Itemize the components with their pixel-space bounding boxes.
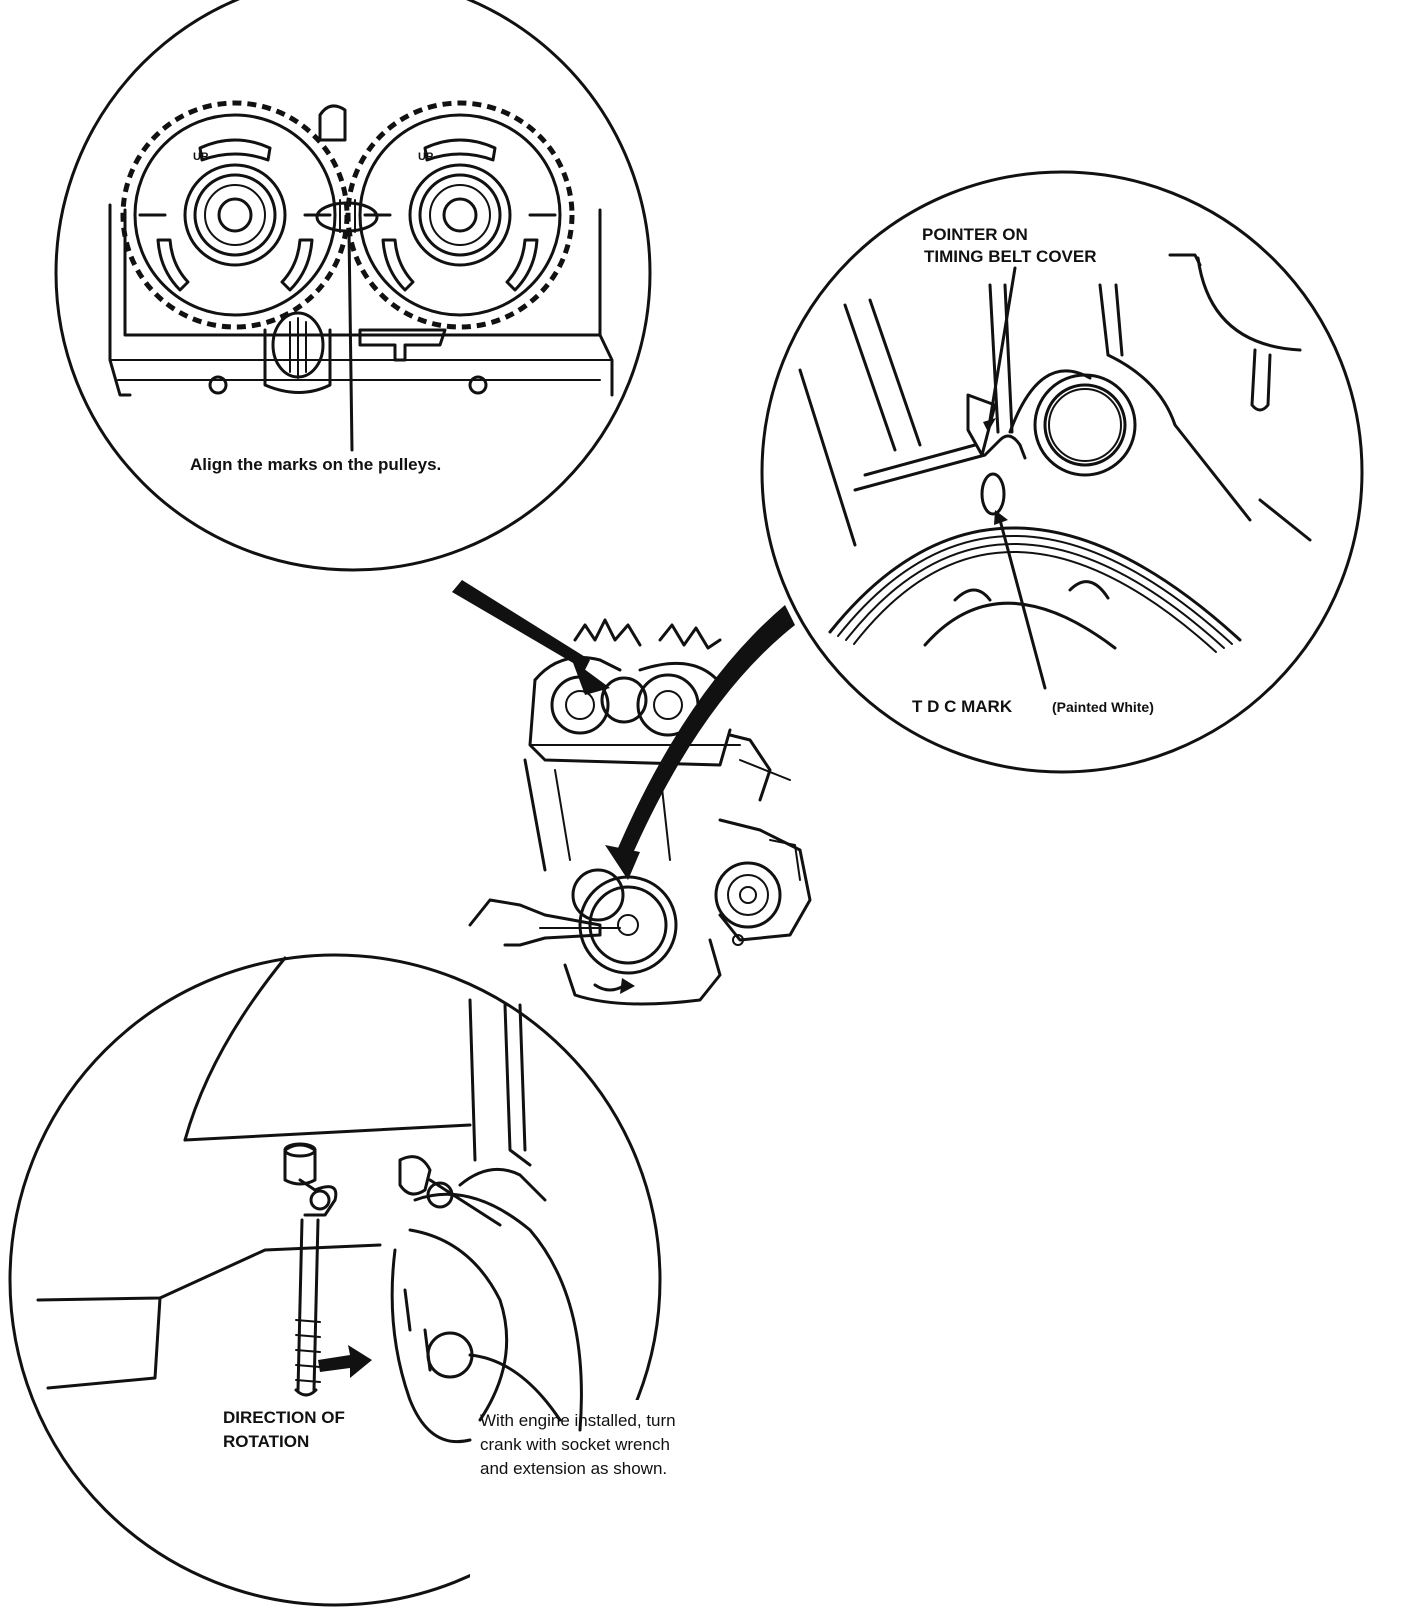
pointer-leader-line bbox=[988, 266, 1017, 422]
direction-label-line1: DIRECTION OF bbox=[223, 1408, 345, 1427]
tdc-mark-note: (Painted White) bbox=[1052, 699, 1154, 715]
cam-caption-leader-line bbox=[347, 230, 354, 452]
pointer-label-line2: TIMING BELT COVER bbox=[924, 247, 1097, 266]
cam-pulleys-drawing bbox=[108, 100, 614, 397]
tdc-mark-label: T D C MARK bbox=[912, 697, 1013, 716]
callout-arrow-to-cam bbox=[452, 580, 590, 670]
install-note-line2: crank with socket wrench bbox=[480, 1435, 670, 1454]
cam-pulley-up-mark-left: UP bbox=[193, 151, 208, 163]
install-note-line3: and extension as shown. bbox=[480, 1459, 667, 1478]
install-note-line1: With engine installed, turn bbox=[480, 1411, 676, 1430]
cam-pulley-callout: UP UP Align the marks on the pulleys. bbox=[54, 0, 652, 572]
pointer-label-tick bbox=[1168, 253, 1202, 267]
wheel-well-drawing bbox=[36, 956, 583, 1444]
cam-pulley-caption: Align the marks on the pulleys. bbox=[190, 455, 441, 474]
direction-of-rotation-arrow bbox=[318, 1345, 372, 1378]
direction-label-line2: ROTATION bbox=[223, 1432, 309, 1451]
cam-pulley-up-mark-right: UP bbox=[418, 151, 433, 163]
crank-pulley-callout: POINTER ON TIMING BELT COVER T D C MARK … bbox=[760, 170, 1364, 774]
wheel-well-callout: DIRECTION OF ROTATION With engine instal… bbox=[8, 953, 770, 1610]
crank-pulley-drawing bbox=[798, 256, 1312, 653]
pointer-label-line1: POINTER ON bbox=[922, 225, 1028, 244]
engine-drawing bbox=[452, 580, 812, 1006]
tdc-leader-line bbox=[998, 518, 1047, 690]
callout-arrow-to-crank bbox=[615, 605, 795, 860]
